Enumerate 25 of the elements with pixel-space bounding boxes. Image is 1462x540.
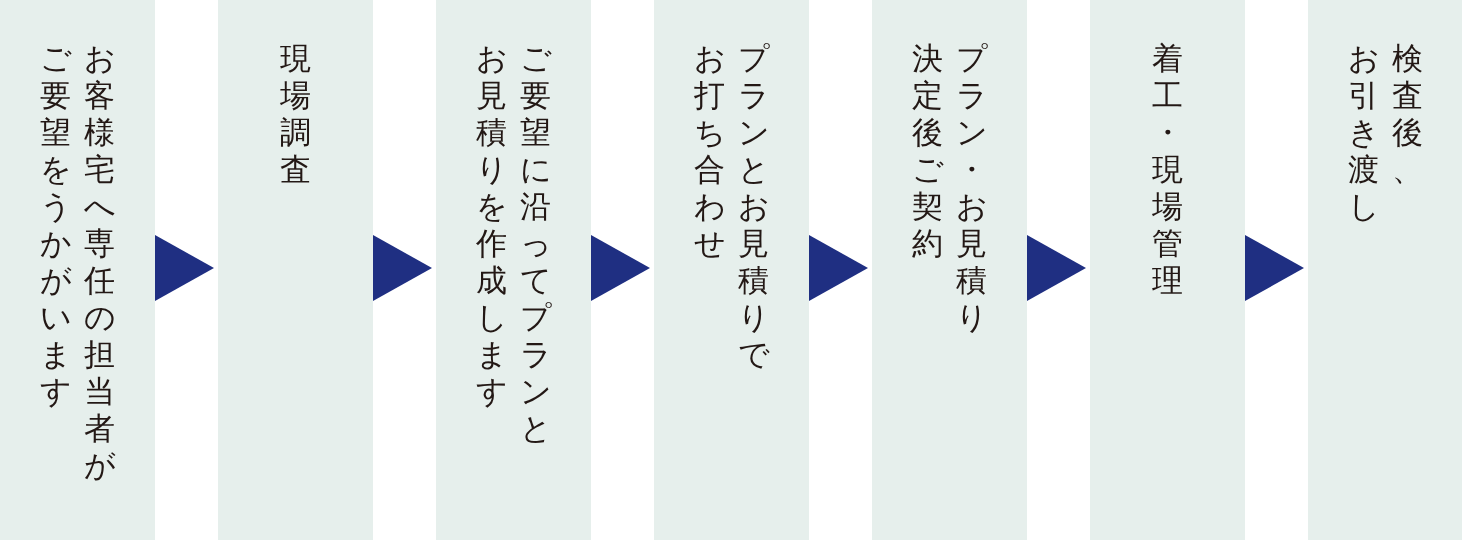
step-box — [1090, 0, 1245, 540]
step-text: お打ち合わせ — [693, 40, 726, 263]
arrow — [809, 235, 868, 301]
step-box — [1308, 0, 1462, 540]
step-text: ご要望をうかがいます — [39, 40, 72, 411]
step-box — [436, 0, 591, 540]
arrow — [1027, 235, 1086, 301]
arrow — [1245, 235, 1304, 301]
step-text: お見積りを作成します — [475, 40, 508, 411]
step-text: 検査後、 — [1391, 40, 1424, 189]
step-box — [872, 0, 1027, 540]
step-text: 決定後ご契約 — [911, 40, 944, 263]
step-text: お客様宅へ専任の担当者が — [83, 40, 116, 484]
step-text: プラン・お見積り — [955, 40, 988, 336]
step-box — [0, 0, 155, 540]
step-text: お引き渡し — [1347, 40, 1380, 225]
arrow — [591, 235, 650, 301]
arrow — [155, 235, 214, 301]
step-text: ご要望に沿ってプランと — [519, 40, 552, 447]
step-text: 着工・現場管理 — [1151, 40, 1184, 299]
arrow — [373, 235, 432, 301]
step-text: 現場調査 — [279, 40, 312, 188]
step-text: プランとお見積りで — [737, 40, 770, 373]
step-box — [218, 0, 373, 540]
step-box — [654, 0, 809, 540]
